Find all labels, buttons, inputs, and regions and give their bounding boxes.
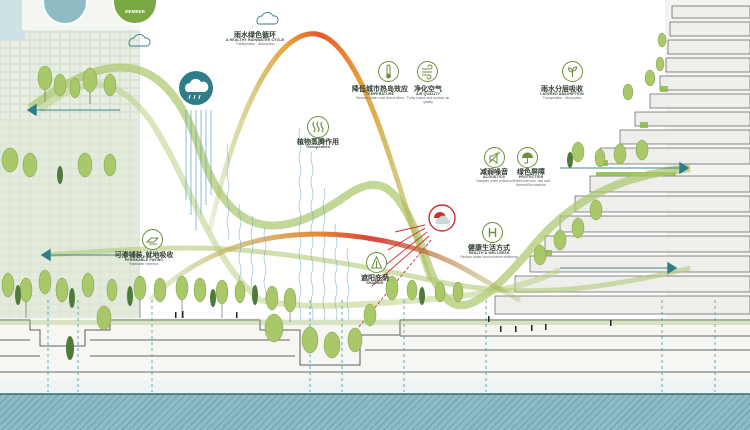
cloud-icon	[128, 12, 279, 47]
label-shading: 遮阳庇荫 SHADING	[352, 274, 398, 286]
permeable-paving-icon	[142, 229, 163, 250]
wind-icon	[417, 61, 438, 82]
shade-icon	[366, 252, 387, 273]
dark-conifer-trees	[15, 152, 573, 360]
label-air-quality: 净化空气 AIR QUALITY Purify indoor and outdo…	[402, 85, 454, 104]
people	[175, 311, 612, 332]
label-sub: Reduce urban heat island effect	[356, 96, 404, 101]
label-layered-absorption: 雨水分层吸收 LAYERED ABSORPTION Transpiration …	[532, 85, 592, 101]
ground-section	[0, 318, 750, 430]
heat-waves-icon	[307, 116, 329, 138]
label-en: ACOUSTICS	[482, 175, 506, 180]
sun-rays	[347, 224, 432, 341]
label-permeable-paving: 可渗铺装,就地吸收 PERMEABLE PAVING Rainwater ret…	[102, 251, 186, 267]
umbrella-icon	[517, 147, 538, 168]
label-zh: 植物蒸腾作用	[297, 138, 339, 146]
label-zh: 减弱噪音	[480, 168, 508, 176]
label-sub: Shield from sun, rain and thermal fluctu…	[512, 179, 550, 187]
member-badge	[112, 0, 158, 25]
label-temperature: 降低城市热岛效应 TEMPERATURE Reduce urban heat i…	[345, 85, 415, 101]
label-transpiration: 植物蒸腾作用 Transpiration	[278, 138, 358, 150]
trees	[1, 32, 667, 359]
label-zh: 可渗铺装,就地吸收	[114, 251, 174, 259]
label-en: Transpiration	[305, 145, 331, 150]
label-sub: Transpiration · Absorption	[235, 42, 275, 47]
label-zh: 绿色屏障	[517, 168, 545, 176]
left-glass-building	[0, 0, 140, 320]
flow-arrows	[26, 103, 690, 275]
label-zh: 健康生活方式	[468, 244, 510, 252]
label-zh: 降低城市热岛效应	[352, 85, 408, 93]
label-sub: Reduce stress and enhance wellbeing	[460, 255, 518, 260]
label-en: AIR QUALITY	[415, 92, 441, 97]
transpiration-waves	[226, 127, 350, 321]
label-en: PROTECTION	[518, 175, 544, 180]
label-en: SHADING	[366, 281, 384, 286]
label-protection: 绿色屏障 PROTECTION Shield from sun, rain an…	[507, 168, 555, 187]
label-sub: Dampen noise pollution	[476, 179, 512, 184]
sprout-icon	[562, 61, 583, 82]
certification-badge-left	[42, 0, 88, 25]
label-sub: Rainwater retention	[129, 262, 159, 267]
member-badge-text: MEMBER	[125, 9, 145, 14]
rain-streaks	[185, 110, 212, 230]
no-noise-icon	[484, 147, 505, 168]
label-en: A HEALTHY RAINWATER CYCLE	[225, 38, 285, 43]
label-rainwater-cycle: 雨水绿色循环 A HEALTHY RAINWATER CYCLE Transpi…	[210, 31, 300, 47]
label-zh: 雨水绿色循环	[234, 31, 276, 39]
label-sub: Purify indoor and outdoor air quality	[406, 96, 450, 104]
health-icon	[482, 222, 503, 243]
label-zh: 雨水分层吸收	[541, 85, 583, 93]
label-en: LAYERED ABSORPTION	[540, 92, 584, 97]
thermometer-icon	[378, 61, 399, 82]
label-health-wellness: 健康生活方式 HEALTH & WELLNESS Reduce stress a…	[458, 244, 520, 260]
label-en: HEALTH & WELLNESS	[468, 251, 510, 256]
label-sub: Transpiration · Absorption	[542, 96, 582, 101]
label-zh: 遮阳庇荫	[361, 274, 389, 282]
sun-cloud-icon	[428, 204, 456, 232]
label-en: TEMPERATURE	[365, 92, 395, 97]
tree-trunks	[25, 90, 291, 322]
label-zh: 净化空气	[414, 85, 442, 93]
label-acoustics: 减弱噪音 ACOUSTICS Dampen noise pollution	[473, 168, 515, 184]
heat-arcs	[148, 31, 522, 303]
rain-cloud-icon	[179, 71, 213, 105]
label-en: PERMEABLE PAVING	[124, 258, 164, 263]
